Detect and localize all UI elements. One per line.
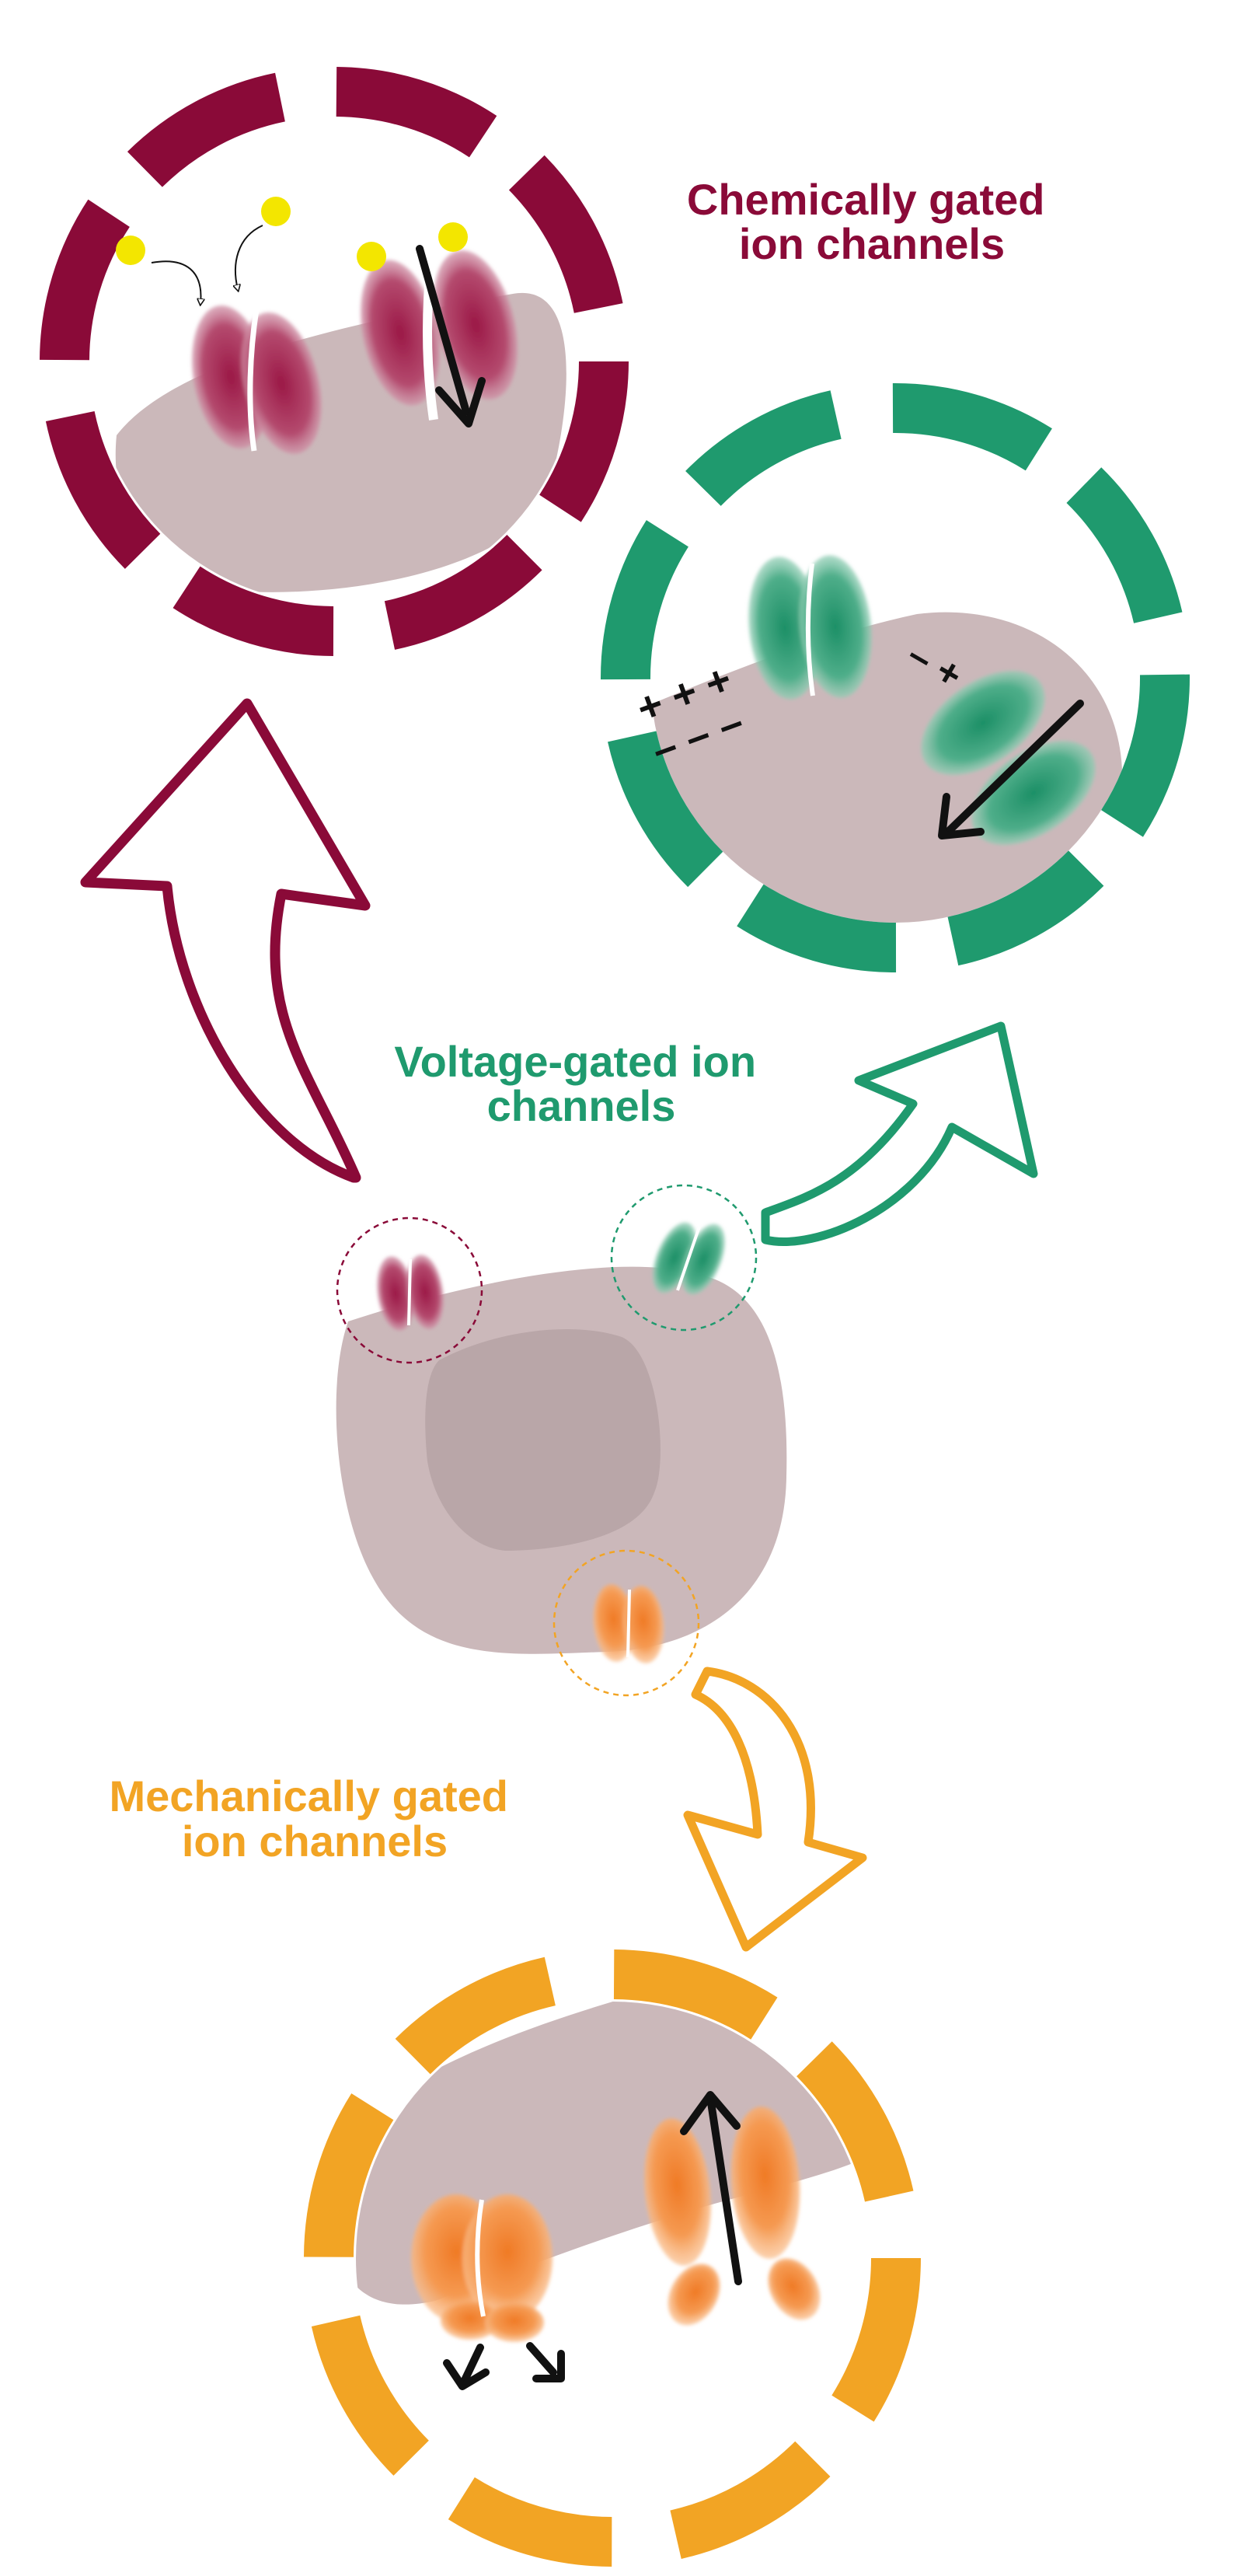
ligand-dot bbox=[438, 222, 468, 252]
cell-nucleus bbox=[425, 1329, 661, 1551]
ion-flow-arrow bbox=[944, 700, 1084, 836]
arrow-to-voltage bbox=[761, 1021, 1038, 1246]
voltage-dashed-ring bbox=[601, 383, 1190, 972]
voltage-channel-open bbox=[921, 671, 1096, 845]
chemical-channel-mini bbox=[377, 1255, 444, 1331]
voltage-channel-closed bbox=[748, 555, 872, 700]
ligand-dot bbox=[357, 242, 386, 271]
chemical-label: Chemically gated ion channels bbox=[687, 175, 1057, 268]
mechanical-highlight-ring bbox=[553, 1549, 700, 1697]
mechanical-dashed-ring bbox=[304, 1949, 921, 2567]
ligand-dot bbox=[261, 197, 291, 226]
binding-arrow bbox=[235, 225, 263, 289]
chemical-highlight-ring bbox=[336, 1216, 483, 1364]
chemical-zoom-panel: Chemically gated ion channels bbox=[40, 67, 1057, 656]
chemical-dashed-ring bbox=[40, 67, 629, 656]
ion-flow-arrow bbox=[416, 245, 470, 416]
arrow-to-mechanical bbox=[683, 1667, 867, 1952]
mechanical-zoom-panel: Mechanically gated ion channels bbox=[109, 1771, 921, 2567]
tension-arrow-left bbox=[461, 2344, 484, 2384]
ligand-dot bbox=[116, 236, 145, 265]
voltage-highlight-ring bbox=[610, 1184, 758, 1332]
binding-arrow bbox=[151, 260, 200, 303]
arrow-to-chemical bbox=[80, 698, 371, 1183]
voltage-channel-mini bbox=[653, 1222, 725, 1295]
mechanical-channel-open bbox=[644, 2107, 821, 2326]
voltage-label: Voltage-gated ion channels bbox=[394, 1037, 768, 1130]
mechanical-membrane bbox=[356, 2002, 869, 2305]
mechanical-channel-mini bbox=[593, 1584, 664, 1663]
mechanical-label: Mechanically gated ion channels bbox=[109, 1771, 520, 1866]
ion-flow-arrow bbox=[707, 2099, 742, 2285]
tension-arrow-right bbox=[526, 2342, 557, 2376]
central-cell bbox=[336, 1184, 787, 1697]
